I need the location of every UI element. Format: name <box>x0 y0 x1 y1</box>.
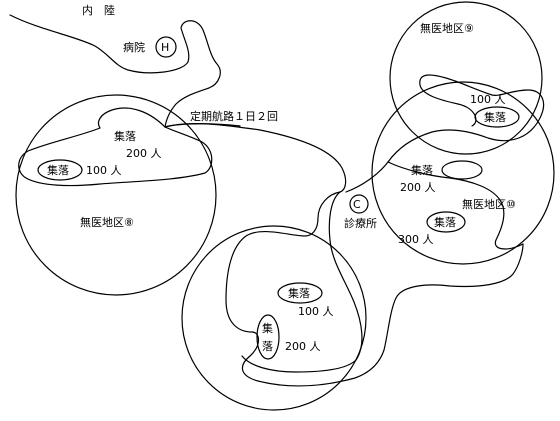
settlement-west-b-ellipse <box>37 159 83 181</box>
settlement-east-b-ellipse <box>426 211 466 233</box>
settlement-east-a-label: 集落 <box>411 163 433 177</box>
clinic-symbol: C <box>353 198 361 211</box>
west-coastline <box>18 107 213 187</box>
hospital-icon <box>155 36 177 58</box>
settlement-east-a-pop: 200 人 <box>400 181 436 194</box>
inland-label: 内 陸 <box>82 3 115 17</box>
settlement-west-a-pop: 200 人 <box>126 147 162 160</box>
district-10-circle <box>371 81 555 265</box>
district-10-label: 無医地区⑩ <box>462 197 516 211</box>
settlement-south-b-ellipse <box>256 314 280 360</box>
district-9-label: 無医地区⑨ <box>420 21 474 35</box>
settlement-east-a-ellipse <box>441 160 483 180</box>
district-8-label: 無医地区⑧ <box>80 215 134 229</box>
district-8-circle <box>15 94 217 296</box>
settlement-west-a-label: 集落 <box>114 129 136 143</box>
ferry-route-label: 定期航路１日２回 <box>190 109 278 123</box>
settlement-east-b-label: 集落 <box>434 215 456 229</box>
settlement-east-b-pop: 300 人 <box>398 233 434 246</box>
mainland-coastline <box>9 14 221 128</box>
settlement-ne-a-label: 集落 <box>484 110 506 124</box>
east-coastline <box>387 161 524 250</box>
south-inner-bay <box>241 191 363 373</box>
clinic-icon <box>349 194 369 214</box>
clinic-label: 診療所 <box>344 216 377 230</box>
ne-coastline <box>345 74 545 193</box>
south-district-circle <box>181 225 367 411</box>
settlement-south-b-pop: 200 人 <box>285 340 321 353</box>
settlement-south-a-ellipse <box>277 282 323 304</box>
ferry-route <box>164 123 241 128</box>
settlement-ne-a-ellipse <box>474 106 520 128</box>
settlement-south-a-pop: 100 人 <box>298 305 334 318</box>
settlement-south-b-label-1: 集 <box>262 321 273 335</box>
hospital-label: 病院 <box>123 40 145 54</box>
district-9-circle <box>389 1 543 155</box>
settlement-west-b-pop: 100 人 <box>86 164 122 177</box>
settlement-south-b-label-2: 落 <box>262 340 273 353</box>
settlement-west-b-label: 集落 <box>47 163 69 177</box>
south-coastline <box>164 122 524 387</box>
hospital-symbol: H <box>161 41 169 54</box>
settlement-south-a-label: 集落 <box>288 286 310 300</box>
settlement-ne-a-pop: 100 人 <box>470 93 506 106</box>
